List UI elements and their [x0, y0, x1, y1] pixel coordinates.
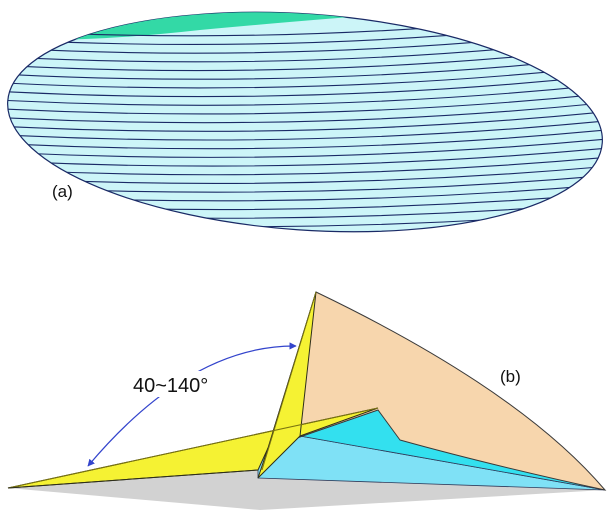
- peach-sail: [267, 291, 607, 491]
- ellipsoid-panel: (a): [0, 5, 610, 237]
- angle-label: 40~140°: [133, 375, 208, 397]
- contour-line: [0, 128, 610, 150]
- contour-line: [0, 73, 610, 98]
- contour-line: [0, 91, 610, 115]
- ellipsoid-contours: [0, 5, 610, 237]
- contour-line: [0, 100, 610, 124]
- contour-line: [0, 82, 610, 106]
- angle-label-bg: [130, 371, 242, 397]
- base-plane: [8, 470, 605, 510]
- contour-line: [0, 64, 610, 89]
- contour-line: [0, 109, 610, 132]
- contour-line: [0, 137, 610, 158]
- wing-lower-edge: [7, 469, 259, 489]
- wing-panel: 40~140° (b): [7, 291, 607, 510]
- panel-a-label: (a): [52, 182, 73, 201]
- contour-line: [0, 146, 610, 167]
- contour-line: [0, 155, 610, 176]
- panel-b-label: (b): [500, 367, 521, 386]
- contour-line: [0, 119, 610, 141]
